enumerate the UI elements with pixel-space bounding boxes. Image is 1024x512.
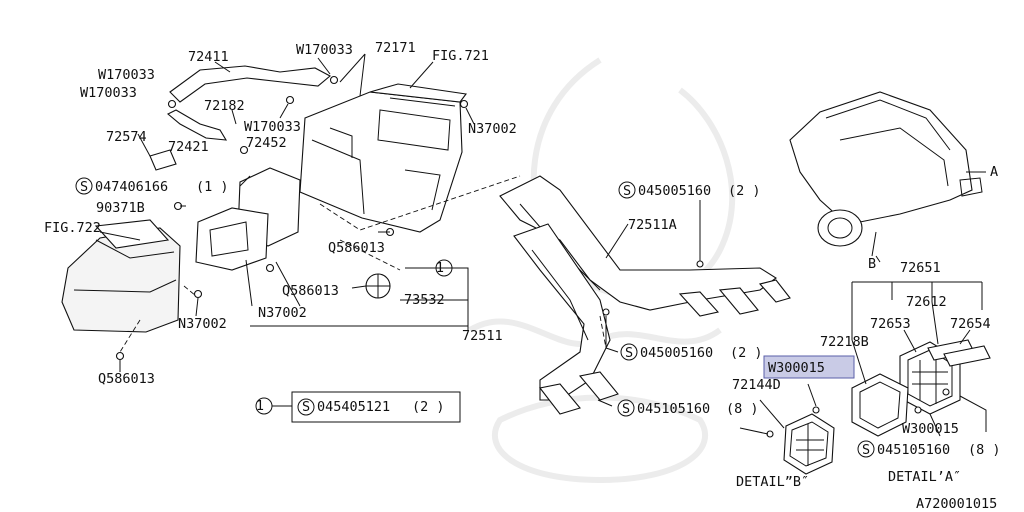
label-045105160-right-qty: (8 ): [968, 442, 1001, 458]
leader-lines-left: [99, 53, 475, 372]
label-w170033-left1[interactable]: W170033: [98, 67, 155, 83]
label-q586013-mid[interactable]: Q586013: [328, 240, 385, 256]
heater-unit: [299, 83, 467, 233]
actuator-73532: [365, 273, 391, 299]
s-symbol-045105160-right: S: [862, 442, 870, 458]
circle-callout-1: [435, 259, 453, 277]
legend-circle-label: 1: [256, 398, 264, 414]
legend-part-045405121[interactable]: 045405121: [317, 399, 390, 415]
label-w170033-mid[interactable]: W170033: [244, 119, 301, 135]
label-72452[interactable]: 72452: [246, 135, 287, 151]
detail-leaders: [739, 255, 987, 437]
label-w300015-low[interactable]: W300015: [902, 421, 959, 437]
label-n37002-mid[interactable]: N37002: [258, 305, 307, 321]
s-symbol: S: [80, 179, 88, 195]
label-fig721[interactable]: FIG.721: [432, 48, 489, 64]
label-fig722[interactable]: FIG.722: [44, 220, 101, 236]
label-q586013-bottom[interactable]: Q586013: [98, 371, 155, 387]
label-detail-a: DETAIL’A″: [888, 469, 961, 485]
label-047406166-qty: (1 ): [196, 179, 229, 195]
rear-heater-duct-72511: [513, 223, 619, 415]
blower-unit: [61, 219, 181, 333]
label-72144d[interactable]: 72144D: [732, 377, 781, 393]
label-72171[interactable]: 72171: [375, 40, 416, 56]
s-symbol-045005160-top: S: [623, 183, 631, 199]
figure-code: A720001015: [916, 496, 997, 512]
label-72411[interactable]: 72411: [188, 49, 229, 65]
label-72182[interactable]: 72182: [204, 98, 245, 114]
center-leaders: [597, 200, 704, 407]
label-72421[interactable]: 72421: [168, 139, 209, 155]
label-045005160-mid-qty: (2 ): [730, 345, 763, 361]
label-72511a[interactable]: 72511A: [628, 217, 677, 233]
side-vent-assembly: [195, 167, 301, 271]
s-symbol-circles: [75, 177, 875, 458]
legend-qty: (2 ): [412, 399, 445, 415]
label-72574[interactable]: 72574: [106, 129, 147, 145]
label-73532[interactable]: 73532: [404, 292, 445, 308]
label-72651[interactable]: 72651: [900, 260, 941, 276]
label-045105160-left[interactable]: 045105160: [637, 401, 710, 417]
detail-a-parts: [851, 339, 991, 437]
label-72612[interactable]: 72612: [906, 294, 947, 310]
highlight-box-w300015: [763, 355, 855, 379]
label-w300015-highlight[interactable]: W300015: [768, 360, 825, 376]
legend-s-symbol: S: [302, 399, 310, 415]
legend-box: [255, 391, 461, 423]
label-045105160-left-qty: (8 ): [726, 401, 759, 417]
label-047406166[interactable]: 047406166: [95, 179, 168, 195]
label-letter-b: B: [868, 256, 876, 272]
label-w170033-top[interactable]: W170033: [296, 42, 353, 58]
label-detail-b: DETAIL”B″: [736, 474, 809, 490]
label-w170033-left2[interactable]: W170033: [80, 85, 137, 101]
label-045005160-mid[interactable]: 045005160: [640, 345, 713, 361]
label-72218b[interactable]: 72218B: [820, 334, 869, 350]
label-045005160-top[interactable]: 045005160: [638, 183, 711, 199]
label-n37002-left[interactable]: N37002: [178, 316, 227, 332]
vehicle-rear: [789, 91, 986, 257]
s-symbol-045005160-mid: S: [625, 345, 633, 361]
label-n37002-top[interactable]: N37002: [468, 121, 517, 137]
s-symbol-045105160-left: S: [622, 401, 630, 417]
label-045005160-top-qty: (2 ): [728, 183, 761, 199]
label-q586013-low[interactable]: Q586013: [282, 283, 339, 299]
label-72654[interactable]: 72654: [950, 316, 991, 332]
label-letter-a: A: [990, 164, 998, 180]
rear-heater-duct-72511A: [499, 175, 791, 317]
dashed-leaders-left: [119, 175, 521, 353]
circle-1-label: 1: [436, 260, 444, 276]
label-72511[interactable]: 72511: [462, 328, 503, 344]
label-72653[interactable]: 72653: [870, 316, 911, 332]
detail-b-parts: [766, 406, 835, 475]
duct-pipe-72411: [167, 65, 331, 141]
fastener-dots: [115, 75, 469, 361]
label-90371b[interactable]: 90371B: [96, 200, 145, 216]
label-045105160-right[interactable]: 045105160: [877, 442, 950, 458]
